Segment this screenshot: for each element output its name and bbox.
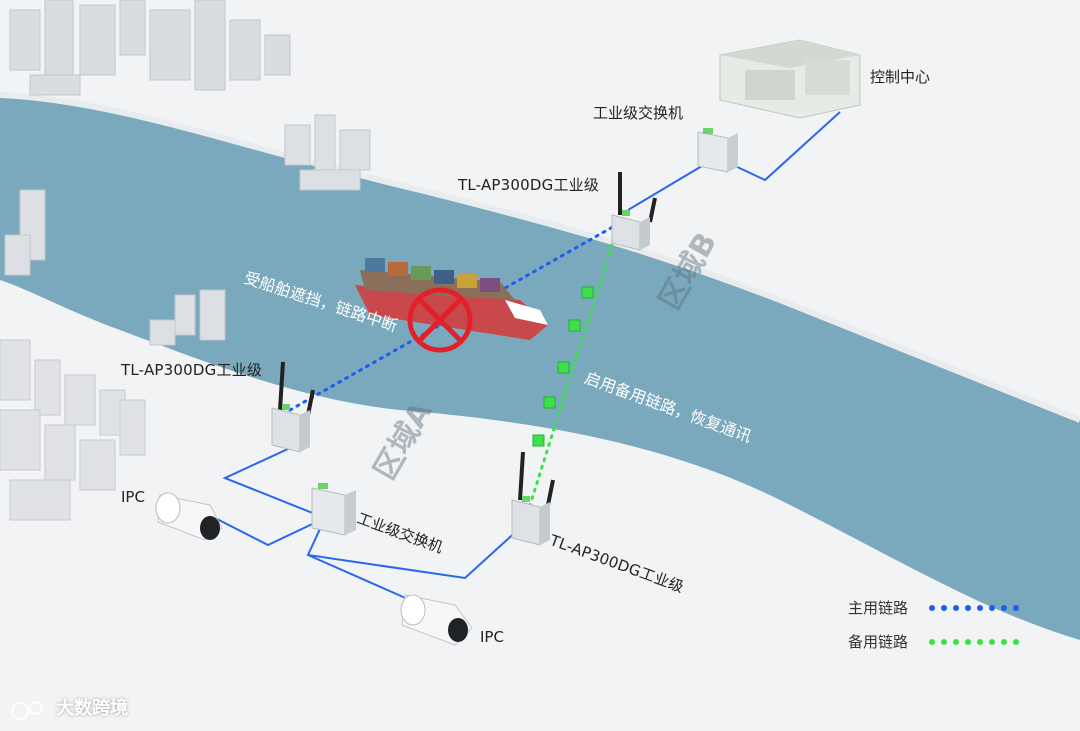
link-blocked-icon [407,287,473,353]
switch-top-device [697,128,738,173]
legend-backup-swatch [929,639,1019,645]
ap-left-device [271,361,315,453]
river [0,95,1080,640]
control-center-building [719,39,861,119]
watermark-logo-icon [11,701,43,720]
label-ipc-bottom: IPC [480,628,504,646]
ipc-left-camera [155,492,223,541]
legend-primary-swatch [929,605,1019,611]
cable-switch-ipc-left [214,517,326,547]
label-ap-top: TL-AP300DG工业级 [458,176,600,194]
cable-ap-left-switch [222,447,326,519]
backup-link-relays [532,286,594,447]
cable-switch-ipc-bottom [307,554,411,601]
label-ipc-left: IPC [121,488,145,506]
cable-ap-switch-top [627,159,713,211]
label-ap-left: TL-AP300DG工业级 [121,361,263,379]
city-left-bank [4,189,226,346]
switch-bottom-device [311,483,356,536]
ipc-bottom-camera [400,594,473,646]
ap-top-device [611,172,657,251]
legend-primary-label: 主用链路 [848,599,909,617]
watermark-text: 大数跨境 [56,698,128,719]
cable-switch-control [732,111,841,182]
ap-bottom-device [511,451,555,546]
backup-link [528,243,614,507]
label-control-center: 控制中心 [870,68,931,86]
wired-cables [214,111,841,601]
legend-backup-label: 备用链路 [848,633,909,651]
label-switch-top: 工业级交换机 [593,104,684,122]
city-bottom-left [0,339,146,521]
container-ship [355,258,548,340]
cable-switch-ap-bottom [306,517,521,580]
city-top-left [9,0,291,96]
city-middle [284,114,371,191]
river-bank-highlight [0,92,1080,423]
